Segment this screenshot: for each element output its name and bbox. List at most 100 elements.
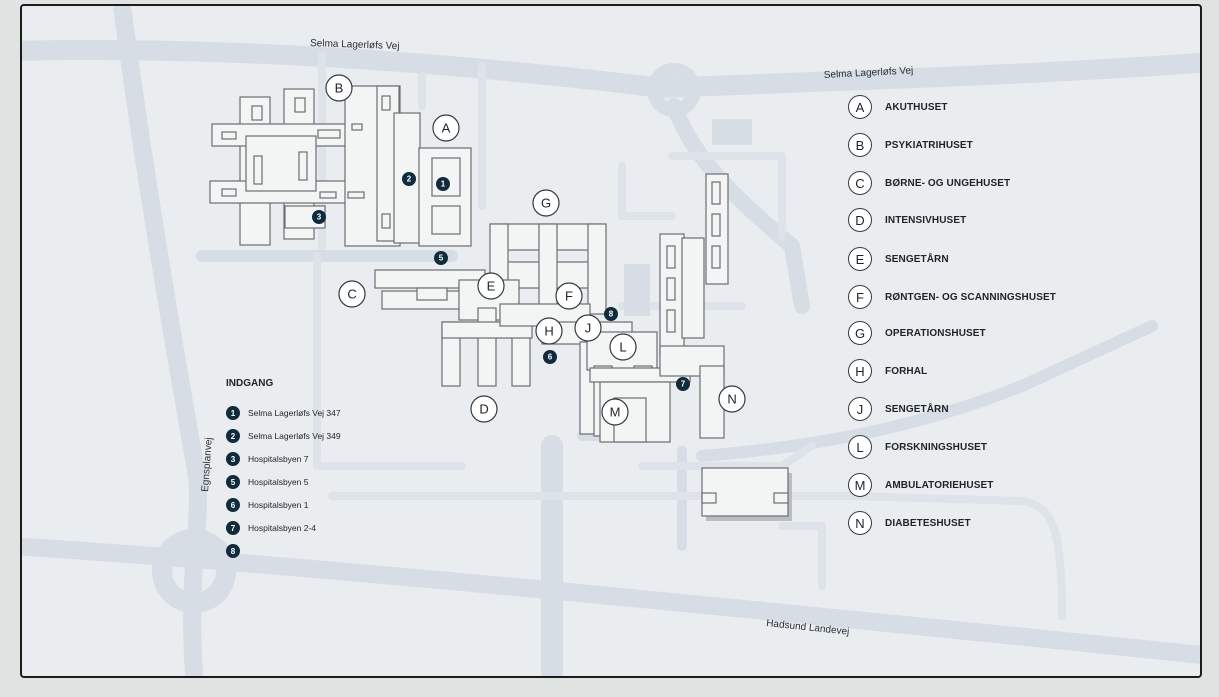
entrance-label: Hospitalsbyen 5 (248, 477, 309, 487)
entrance-dot-6: 6 (543, 350, 557, 364)
legend-item-m[interactable]: M AMBULATORIEHUSET (848, 472, 993, 498)
entrance-item-8[interactable]: 8 (226, 544, 248, 558)
legend-letter: L (848, 435, 872, 459)
svg-text:C: C (347, 287, 356, 302)
entrance-dot-7: 7 (676, 377, 690, 391)
building-markers[interactable]: A B C D E F G H J L M N (325, 74, 746, 426)
legend-letter: J (848, 397, 872, 421)
entrance-item-5[interactable]: 5 Hospitalsbyen 5 (226, 475, 308, 489)
legend-letter: G (848, 321, 872, 345)
legend-item-j[interactable]: J SENGETÅRN (848, 396, 949, 422)
svg-text:G: G (541, 196, 551, 211)
legend-item-l[interactable]: L FORSKNINGSHUSET (848, 434, 987, 460)
svg-text:B: B (335, 81, 344, 96)
entrance-dot-1: 1 (436, 177, 450, 191)
svg-text:6: 6 (548, 353, 553, 362)
svg-text:F: F (565, 289, 573, 304)
legend-label: PSYKIATRIHUSET (885, 139, 973, 151)
legend-letter: C (848, 171, 872, 195)
marker-a: A (432, 114, 460, 142)
entrance-number: 6 (226, 498, 240, 512)
legend-item-d[interactable]: D INTENSIVHUSET (848, 207, 966, 233)
marker-e: E (477, 272, 505, 300)
entrance-dot-5: 5 (434, 251, 448, 265)
legend-item-a[interactable]: A AKUTHUSET (848, 94, 948, 120)
entrance-item-7[interactable]: 7 Hospitalsbyen 2-4 (226, 521, 316, 535)
entrance-dot-3: 3 (312, 210, 326, 224)
entrance-item-2[interactable]: 2 Selma Lagerløfs Vej 349 (226, 429, 341, 443)
legend-label: SENGETÅRN (885, 253, 949, 265)
entrance-label: Hospitalsbyen 2-4 (248, 523, 317, 533)
svg-text:N: N (727, 392, 736, 407)
legend-label: AMBULATORIEHUSET (885, 479, 994, 491)
legend-label: FORSKNINGSHUSET (885, 441, 988, 453)
legend-label: RØNTGEN- OG SCANNINGSHUSET (885, 291, 1056, 303)
road-label-selma-top: Selma Lagerløfs Vej (310, 38, 400, 52)
marker-h: H (535, 317, 563, 345)
detached-building (701, 467, 792, 521)
marker-c: C (338, 280, 366, 308)
svg-text:D: D (479, 402, 488, 417)
marker-g: G (532, 189, 560, 217)
entrance-markers[interactable]: 1 2 3 5 6 7 8 (312, 172, 690, 391)
svg-text:E: E (487, 279, 496, 294)
svg-text:5: 5 (439, 254, 444, 263)
legend-letter: A (848, 95, 872, 119)
svg-text:J: J (585, 321, 592, 336)
road-label-egnsplanvej: Egnsplanvej (200, 437, 215, 492)
legend-label: INTENSIVHUSET (885, 214, 967, 226)
building-b-block (209, 85, 421, 247)
svg-text:8: 8 (609, 310, 614, 319)
entrance-dot-8: 8 (604, 307, 618, 321)
entrance-label: Hospitalsbyen 7 (248, 454, 309, 464)
legend-letter: N (848, 511, 872, 535)
entrance-label: Selma Lagerløfs Vej 347 (248, 408, 341, 418)
entrance-number: 5 (226, 475, 240, 489)
svg-text:A: A (442, 121, 451, 136)
svg-text:M: M (610, 405, 621, 420)
legend-label: FORHAL (885, 365, 928, 377)
campus-map[interactable]: Selma Lagerløfs Vej Selma Lagerløfs Vej … (22, 6, 1200, 676)
legend-letter: B (848, 133, 872, 157)
entrance-item-1[interactable]: 1 Selma Lagerløfs Vej 347 (226, 406, 341, 420)
marker-j: J (574, 314, 602, 342)
svg-text:7: 7 (681, 380, 686, 389)
entrance-number: 7 (226, 521, 240, 535)
legend-item-h[interactable]: H FORHAL (848, 358, 927, 384)
legend-letter: M (848, 473, 872, 497)
svg-text:3: 3 (317, 213, 322, 222)
legend-label: SENGETÅRN (885, 403, 949, 415)
svg-text:L: L (619, 340, 626, 355)
legend-letter: H (848, 359, 872, 383)
marker-n: N (718, 385, 746, 413)
legend-letter: E (848, 247, 872, 271)
entrance-label: Selma Lagerløfs Vej 349 (248, 431, 341, 441)
legend-item-g[interactable]: G OPERATIONSHUSET (848, 320, 986, 346)
building-a-block (418, 147, 472, 247)
legend-label: AKUTHUSET (885, 101, 948, 113)
marker-f: F (555, 282, 583, 310)
legend-item-n[interactable]: N DIABETESHUSET (848, 510, 971, 536)
road-label-selma-right: Selma Lagerløfs Vej (824, 65, 914, 81)
map-frame: Selma Lagerløfs Vej Selma Lagerløfs Vej … (20, 4, 1202, 678)
legend-item-b[interactable]: B PSYKIATRIHUSET (848, 132, 973, 158)
marker-m: M (601, 398, 629, 426)
entrance-legend-title: INDGANG (226, 378, 274, 389)
marker-l: L (609, 333, 637, 361)
legend-label: DIABETESHUSET (885, 517, 971, 529)
legend-item-e[interactable]: E SENGETÅRN (848, 246, 949, 272)
legend-label: OPERATIONSHUSET (885, 327, 986, 339)
entrance-number: 8 (226, 544, 240, 558)
legend-item-c[interactable]: C BØRNE- OG UNGEHUSET (848, 170, 1010, 196)
svg-text:1: 1 (441, 180, 446, 189)
legend-letter: D (848, 208, 872, 232)
entrance-number: 2 (226, 429, 240, 443)
entrance-number: 1 (226, 406, 240, 420)
marker-d: D (470, 395, 498, 423)
entrance-dot-2: 2 (402, 172, 416, 186)
svg-text:H: H (544, 324, 553, 339)
legend-label: BØRNE- OG UNGEHUSET (885, 177, 1011, 189)
